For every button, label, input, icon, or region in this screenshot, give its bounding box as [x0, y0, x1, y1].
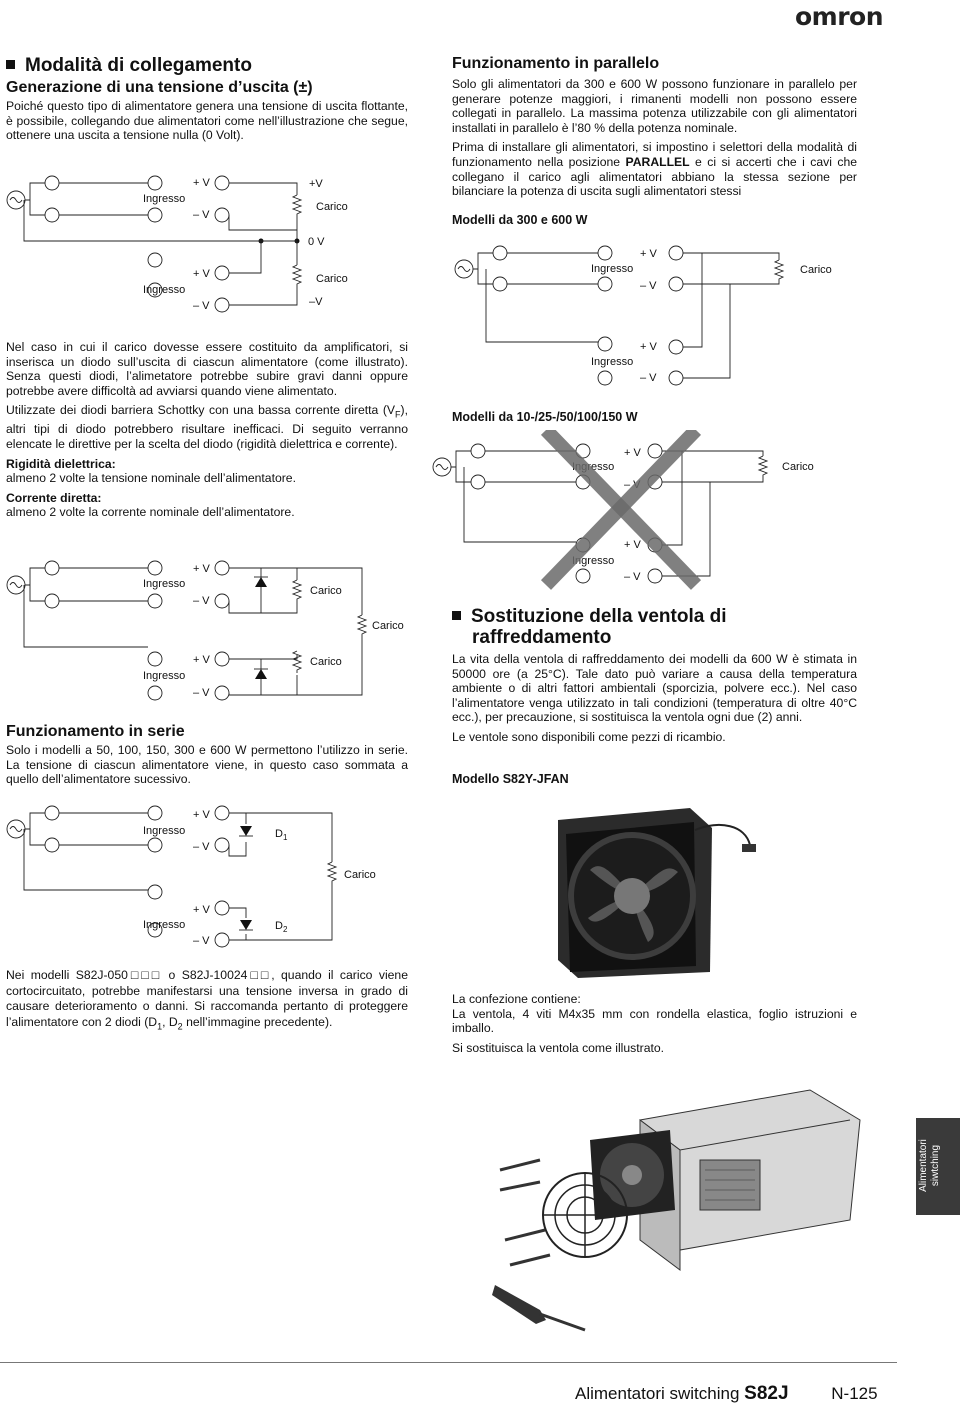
svg-text:Ingresso: Ingresso — [591, 263, 633, 275]
side-tab-line1: Alimentatori — [918, 1139, 929, 1192]
svg-text:+ V: + V — [640, 341, 657, 353]
footer-title: Alimentatori switching — [575, 1384, 740, 1403]
svg-text:Ingresso: Ingresso — [143, 919, 185, 931]
subsection-title-voltage: Generazione di una tensione d’uscita (±) — [6, 79, 313, 96]
diagram-diodes: Ingresso + V – V Carico Carico Ingresso … — [6, 560, 404, 701]
svg-text:– V: – V — [193, 935, 210, 947]
parallel-title: Funzionamento in parallelo — [452, 55, 660, 72]
svg-text:1: 1 — [283, 833, 288, 842]
svg-text:–V: –V — [309, 296, 323, 308]
svg-text:+ V: + V — [193, 904, 210, 916]
svg-text:+ V: + V — [624, 539, 641, 551]
svg-text:Ingresso: Ingresso — [143, 825, 185, 837]
section-title-connection: Modalità di collegamento — [6, 55, 252, 76]
svg-text:+V: +V — [309, 178, 323, 190]
input-label: Ingresso — [143, 193, 185, 205]
svg-text:+ V: + V — [193, 268, 210, 280]
models-small-label: Modelli da 10-/25-/50/100/150 W — [452, 410, 638, 424]
fan-replacement-title: Sostituzione della ventola di raffreddam… — [452, 606, 726, 648]
bullet-square-icon — [6, 60, 15, 69]
fan-illustration — [558, 808, 756, 978]
svg-text:Carico: Carico — [310, 656, 342, 668]
svg-text:– V: – V — [193, 841, 210, 853]
s82j-warning-paragraph: Nei modelli S82J-050□□□ o S82J-10024□□, … — [6, 968, 408, 1031]
svg-text:Carico: Carico — [372, 620, 404, 632]
svg-text:Carico: Carico — [344, 869, 376, 881]
svg-text:+ V: + V — [193, 177, 210, 189]
load-label: Carico — [316, 201, 348, 213]
side-tab: Alimentatori siwtching — [916, 1118, 960, 1215]
bullet-square-icon — [452, 611, 461, 620]
svg-text:+ V: + V — [193, 809, 210, 821]
svg-text:+ V: + V — [624, 447, 641, 459]
svg-text:2: 2 — [283, 925, 288, 934]
page-number: N-125 — [831, 1384, 878, 1403]
svg-text:Carico: Carico — [782, 461, 814, 473]
footer-model: S82J — [744, 1383, 789, 1404]
series-paragraph: Solo i modelli a 50, 100, 150, 300 e 600… — [6, 743, 408, 787]
parallel-text-block: Solo gli alimentatori da 300 e 600 W pos… — [452, 77, 858, 199]
svg-text:Ingresso: Ingresso — [143, 284, 185, 296]
svg-text:+ V: + V — [640, 248, 657, 260]
svg-text:+ V: + V — [193, 654, 210, 666]
svg-text:+ V: + V — [193, 563, 210, 575]
intro-paragraph: Poiché questo tipo di alimentatore gener… — [6, 99, 408, 143]
svg-text:– V: – V — [193, 595, 210, 607]
svg-text:Ingresso: Ingresso — [591, 356, 633, 368]
diagram-parallel: Ingresso + V – V Carico Ingresso + V – V — [454, 245, 832, 386]
svg-text:0 V: 0 V — [308, 236, 325, 248]
fan-text-block: La vita della ventola di raffreddamento … — [452, 652, 857, 744]
fan-model-label: Modello S82Y-JFAN — [452, 772, 569, 786]
cross-mark-icon — [540, 430, 702, 590]
svg-text:– V: – V — [193, 687, 210, 699]
svg-text:– V: – V — [624, 571, 641, 583]
svg-text:D: D — [275, 920, 283, 932]
models-300-600-label: Modelli da 300 e 600 W — [452, 213, 588, 227]
svg-text:Carico: Carico — [310, 585, 342, 597]
diagram-parallel-not-allowed: Ingresso + V – V Carico Ingresso + V – V — [432, 430, 814, 590]
svg-text:Ingresso: Ingresso — [143, 578, 185, 590]
footer: Alimentatori switching S82J N-125 — [575, 1383, 878, 1405]
svg-text:Carico: Carico — [316, 273, 348, 285]
svg-text:Carico: Carico — [800, 264, 832, 276]
svg-text:– V: – V — [640, 372, 657, 384]
diodes-text-block: Nel caso in cui il carico dovesse essere… — [6, 340, 408, 520]
package-text-block: La confezione contiene: La ventola, 4 vi… — [452, 992, 857, 1055]
svg-text:– V: – V — [193, 300, 210, 312]
svg-text:D: D — [275, 828, 283, 840]
svg-text:– V: – V — [640, 280, 657, 292]
omron-logo: omron — [795, 2, 884, 31]
svg-text:Ingresso: Ingresso — [572, 555, 614, 567]
svg-text:– V: – V — [193, 209, 210, 221]
fan-replacement-illustration — [492, 1089, 861, 1332]
diagram-dual-output: Ingresso + V – V +V Carico 0 V Ingresso … — [6, 175, 348, 313]
footer-rule — [0, 1362, 897, 1363]
svg-text:Ingresso: Ingresso — [143, 670, 185, 682]
side-tab-line2: siwtching — [930, 1144, 941, 1187]
series-title: Funzionamento in serie — [6, 723, 185, 740]
